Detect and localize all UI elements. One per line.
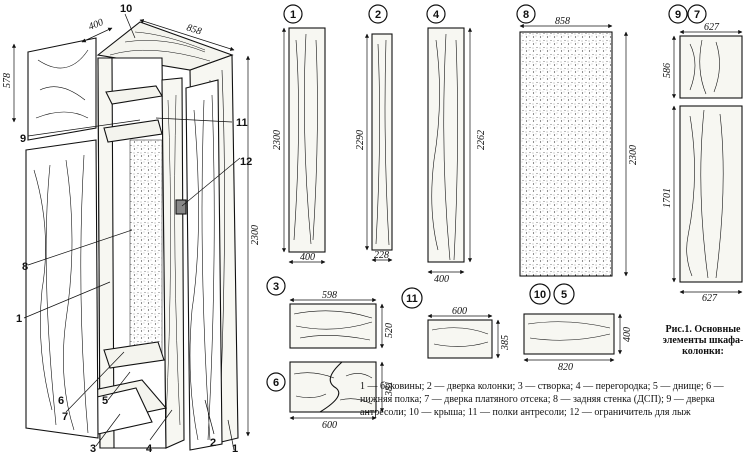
figure-legend: 1 — боковины; 2 — дверка колонки; 3 — ст… xyxy=(360,381,724,418)
callout-7: 7 xyxy=(62,411,68,423)
part-3-width: 598 xyxy=(322,290,337,301)
part-1-width: 400 xyxy=(300,252,315,263)
part-11-panel xyxy=(427,319,493,359)
lower-shelf xyxy=(103,341,165,369)
wardrobe-drawing xyxy=(11,13,251,451)
part-8-number: 8 xyxy=(523,9,529,21)
part-8-width: 858 xyxy=(555,16,570,27)
back-wall xyxy=(129,139,163,361)
part-4-height: 2262 xyxy=(476,130,487,150)
part-3: 3 598 520 xyxy=(266,276,395,349)
figure-caption: Рис.1. Основные элементы шкафа-колонки: xyxy=(662,324,744,357)
part-2-number: 2 xyxy=(375,9,381,21)
part-10-width: 820 xyxy=(558,362,573,373)
part-4-width: 400 xyxy=(434,274,449,285)
dim-mezzanine-height: 578 xyxy=(2,73,13,88)
part-9-panel xyxy=(679,35,743,99)
part-3-panel xyxy=(289,303,377,349)
part-11: 11 600 385 xyxy=(401,287,511,359)
part-1-number: 1 xyxy=(290,9,296,21)
callout-1-left: 1 xyxy=(16,313,22,325)
part-11-height: 385 xyxy=(500,335,511,351)
part-8: 8 858 2300 xyxy=(516,4,639,277)
wardrobe-door xyxy=(25,139,99,439)
callout-5: 5 xyxy=(102,395,108,407)
callout-12: 12 xyxy=(240,156,252,168)
part-1-height: 2300 xyxy=(272,130,283,150)
part-9-number: 9 xyxy=(675,9,681,21)
callout-8: 8 xyxy=(22,261,28,273)
part-11-number: 11 xyxy=(406,293,418,305)
callout-4: 4 xyxy=(146,443,153,454)
callout-3: 3 xyxy=(90,443,96,454)
callout-2: 2 xyxy=(210,437,216,449)
mezzanine-shelf-lower xyxy=(103,119,163,143)
dim-depth: 400 xyxy=(87,17,105,33)
partition xyxy=(161,77,185,449)
part-4-panel xyxy=(427,27,465,263)
part-9-7: 9 7 627 586 1701 627 xyxy=(662,4,743,304)
column-door xyxy=(185,79,223,451)
part-9-width: 627 xyxy=(704,22,720,33)
part-4-number: 4 xyxy=(433,9,440,21)
part-2: 2 2290 228 xyxy=(355,4,393,263)
wardrobe-dimensions: 400 858 578 2300 xyxy=(2,17,261,245)
part-4: 4 2262 400 xyxy=(426,4,487,285)
part-6-width: 600 xyxy=(322,420,337,431)
part-8-height: 2300 xyxy=(628,145,639,165)
dim-height: 2300 xyxy=(250,225,261,245)
callout-9: 9 xyxy=(20,133,26,145)
part-5-number: 5 xyxy=(561,289,567,301)
part-6-height: 381 xyxy=(384,381,395,397)
ski-limiter xyxy=(175,199,187,215)
part-1: 1 2300 400 xyxy=(272,4,326,265)
part-3-height: 520 xyxy=(384,323,395,338)
callout-11: 11 xyxy=(236,117,248,129)
part-2-panel xyxy=(371,33,393,251)
callout-6: 6 xyxy=(58,395,64,407)
part-10-5: 10 5 400 820 xyxy=(523,283,633,373)
part-6-number: 6 xyxy=(273,377,279,389)
part-1-panel xyxy=(288,27,326,253)
wardrobe-callouts: 10 9 11 12 8 1 7 6 5 3 4 2 1 xyxy=(16,3,252,455)
part-10-number: 10 xyxy=(534,289,546,301)
mezzanine-shelf-upper xyxy=(105,85,163,105)
part-7-number: 7 xyxy=(694,9,700,21)
dim-width: 858 xyxy=(185,22,203,37)
part-2-height: 2290 xyxy=(355,130,366,150)
callout-10: 10 xyxy=(120,3,132,15)
part-8-panel xyxy=(519,31,613,277)
part-6-panel xyxy=(289,361,377,413)
part-7-panel xyxy=(679,105,743,283)
part-2-width: 228 xyxy=(374,250,389,261)
part-7-height: 1701 xyxy=(662,188,673,208)
part-11-width: 600 xyxy=(452,306,467,317)
part-9-height: 586 xyxy=(662,63,673,78)
part-10-height: 400 xyxy=(622,327,633,342)
part-7-width: 627 xyxy=(702,293,718,304)
part-6: 6 381 600 xyxy=(266,361,395,431)
part-10-panel xyxy=(523,313,615,355)
part-3-number: 3 xyxy=(273,281,279,293)
callout-1-right: 1 xyxy=(232,443,238,454)
